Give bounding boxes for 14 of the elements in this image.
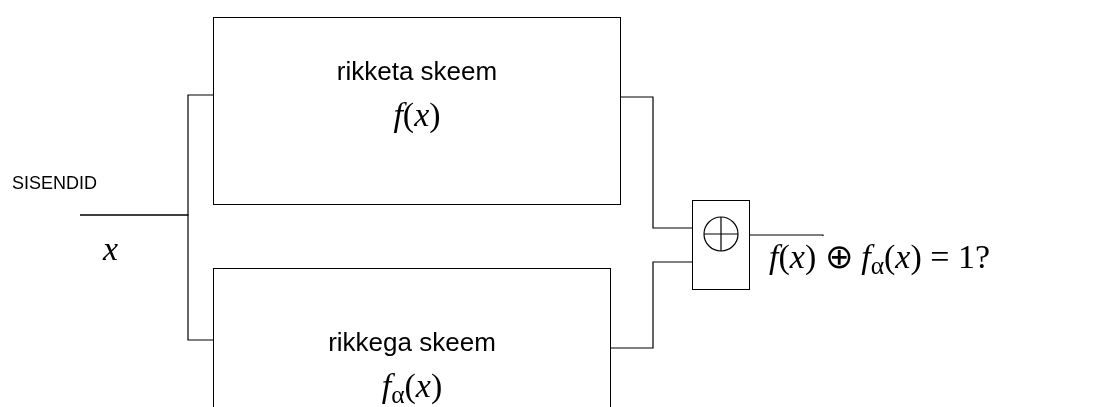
connector-line [749,234,824,237]
box-title: rikkega skeem [328,329,496,355]
result-formula: f(x) ⊕ f$_{α}$(x) = 1? [769,240,991,274]
xor-gate-box [692,200,750,290]
connector-line [620,96,693,229]
connector-line [610,261,693,349]
circuit-box [213,268,611,407]
box-title: rikketa skeem [336,58,498,84]
input-label: SISENDID [12,174,98,192]
input-variable: x [103,232,119,266]
circuit-box [213,17,621,205]
function-formula: f$_{α}$(x) [381,369,443,403]
connector-line [79,214,214,341]
function-formula: f(x) [393,98,441,132]
